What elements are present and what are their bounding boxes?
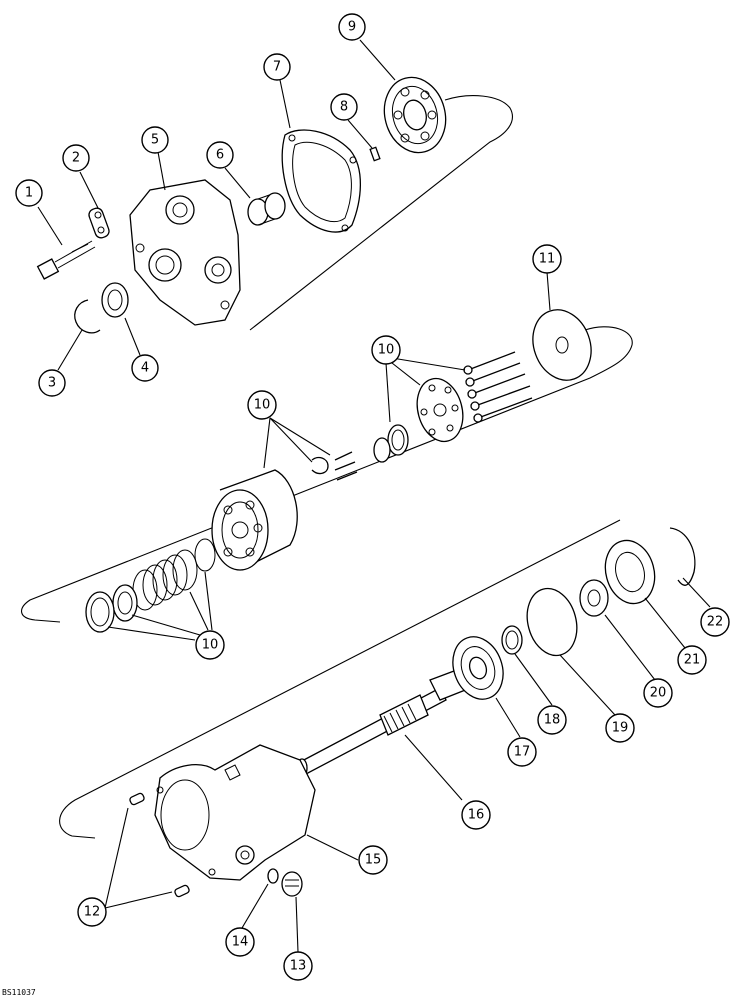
port-plate [416,377,464,443]
callout-7: 7 [263,53,291,81]
callout-11: 11 [532,244,562,274]
lower-group-outline [59,519,621,839]
ball-bearing-lower [452,636,504,700]
thrust-plate [532,309,592,381]
spring-pins [311,451,358,481]
callout-10-barrel: 10 [247,390,277,420]
retaining-ring-lower [669,527,696,586]
svg-text:7: 7 [273,60,281,75]
front-housing [154,744,316,881]
spring-stack [85,538,216,633]
seal [101,282,129,318]
callout-3: 3 [38,369,66,397]
svg-text:1: 1 [25,186,33,201]
svg-text:15: 15 [365,853,382,868]
figure-code: BS11037 [2,988,36,997]
plug [281,871,303,897]
svg-text:3: 3 [48,376,56,391]
o-ring-small [267,868,279,884]
callout-1: 1 [15,179,43,207]
middle-group-outline [21,326,633,623]
callout-15: 15 [358,845,388,875]
bolt [36,240,96,280]
svg-text:10: 10 [202,638,219,653]
svg-text:18: 18 [544,713,561,728]
callout-9: 9 [338,13,366,41]
end-housing [129,179,241,326]
svg-text:19: 19 [612,721,629,736]
callout-8: 8 [330,93,358,121]
svg-text:13: 13 [290,959,307,974]
retaining-ring [74,299,101,334]
cylinder-barrel [211,469,298,571]
svg-text:21: 21 [684,653,701,668]
plate [88,207,110,239]
callout-13: 13 [283,951,313,981]
svg-text:12: 12 [84,905,101,920]
svg-text:10: 10 [378,343,395,358]
callout-6: 6 [206,141,234,169]
svg-text:5: 5 [151,133,159,148]
svg-text:9: 9 [348,20,356,35]
ball-bearing-upper [383,76,447,154]
o-ring-large [526,587,578,657]
needle-bearing [247,192,286,226]
callout-4: 4 [131,354,159,382]
shaft-seal [604,539,656,605]
callout-18: 18 [537,705,567,735]
svg-text:16: 16 [468,808,485,823]
snap-ring [501,625,523,655]
callout-14: 14 [225,927,255,957]
svg-text:20: 20 [650,686,667,701]
svg-text:17: 17 [514,745,531,760]
piston-set [463,351,533,423]
callout-16: 16 [461,800,491,830]
callout-22: 22 [700,607,730,637]
svg-text:22: 22 [707,615,724,630]
callout-5: 5 [141,126,169,154]
spacer [579,579,609,617]
svg-text:4: 4 [141,361,149,376]
upper-group-outline [249,95,513,331]
gasket [281,129,362,233]
svg-text:6: 6 [216,148,224,163]
dowel-pins [129,792,190,898]
callout-21: 21 [677,645,707,675]
callout-10-springs: 10 [195,630,225,660]
callout-19: 19 [605,713,635,743]
drive-shaft [296,664,479,778]
callout-20: 20 [643,678,673,708]
svg-text:10: 10 [254,398,271,413]
callout-2: 2 [62,144,90,172]
rings-middle [373,424,409,463]
svg-text:14: 14 [232,935,249,950]
callout-12: 12 [77,897,107,927]
callout-10-pistons: 10 [371,335,401,365]
key [369,146,381,162]
callout-17: 17 [507,737,537,767]
svg-text:8: 8 [340,100,348,115]
leader-lines [37,39,711,953]
svg-text:11: 11 [539,252,556,267]
svg-text:2: 2 [72,151,80,166]
